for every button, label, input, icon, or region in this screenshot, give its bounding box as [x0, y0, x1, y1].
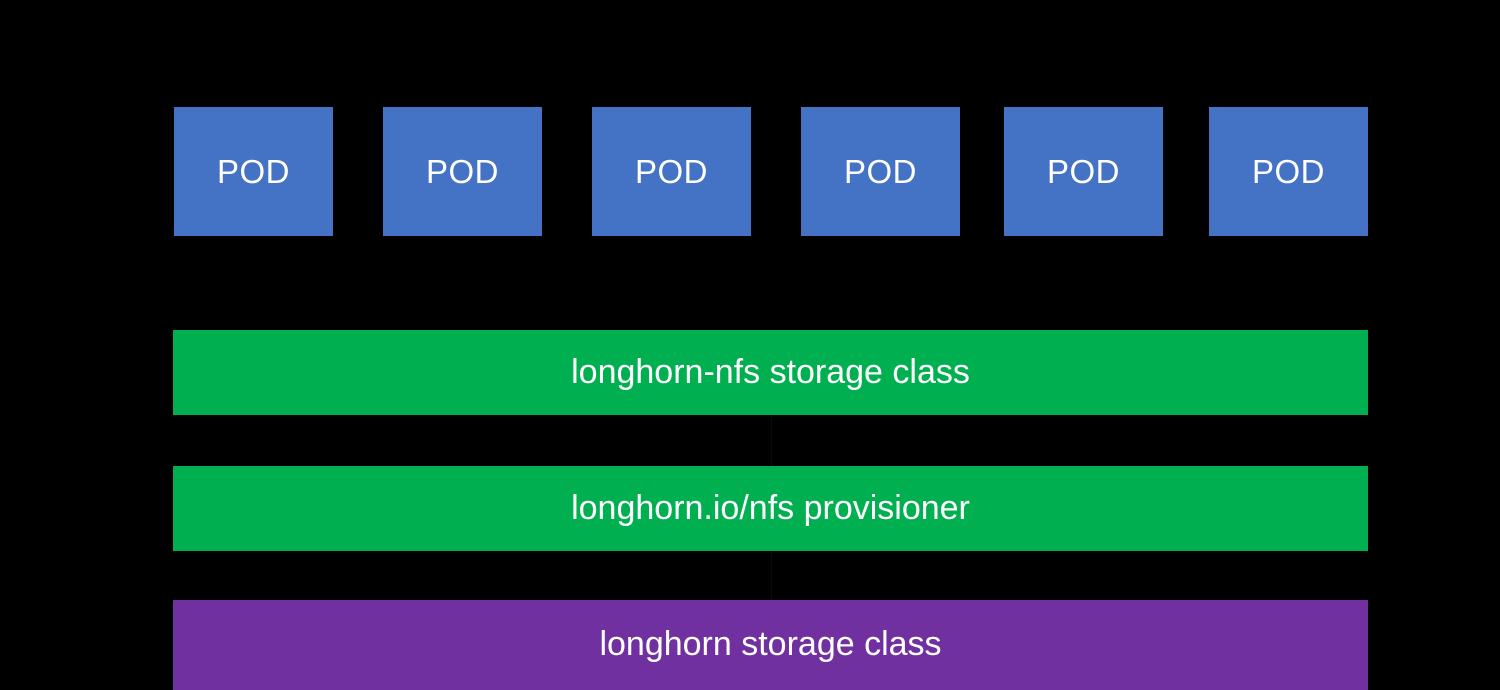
layer-bar-storage-class-longhorn[interactable]: longhorn storage class	[173, 600, 1368, 690]
pod-box-1[interactable]: POD	[174, 107, 333, 236]
pod-label: POD	[216, 153, 290, 190]
pod-label: POD	[634, 153, 708, 190]
pod-box-4[interactable]: POD	[801, 107, 960, 236]
connector-line-lower	[771, 551, 772, 600]
pod-label: POD	[1046, 153, 1120, 190]
pod-label: POD	[425, 153, 499, 190]
pod-box-5[interactable]: POD	[1004, 107, 1163, 236]
layer-bar-storage-class-nfs[interactable]: longhorn-nfs storage class	[173, 330, 1368, 415]
layer-bar-label: longhorn.io/nfs provisioner	[571, 488, 970, 527]
connector-line-upper	[771, 415, 772, 466]
pod-label: POD	[1251, 153, 1325, 190]
pod-box-6[interactable]: POD	[1209, 107, 1368, 236]
layer-bar-label: longhorn-nfs storage class	[571, 352, 970, 391]
layer-bar-label: longhorn storage class	[599, 625, 942, 664]
pod-row: POD POD POD POD POD POD	[174, 107, 1368, 236]
pod-box-3[interactable]: POD	[592, 107, 751, 236]
layer-bar-provisioner[interactable]: longhorn.io/nfs provisioner	[173, 466, 1368, 551]
pod-box-2[interactable]: POD	[383, 107, 542, 236]
pod-label: POD	[843, 153, 917, 190]
